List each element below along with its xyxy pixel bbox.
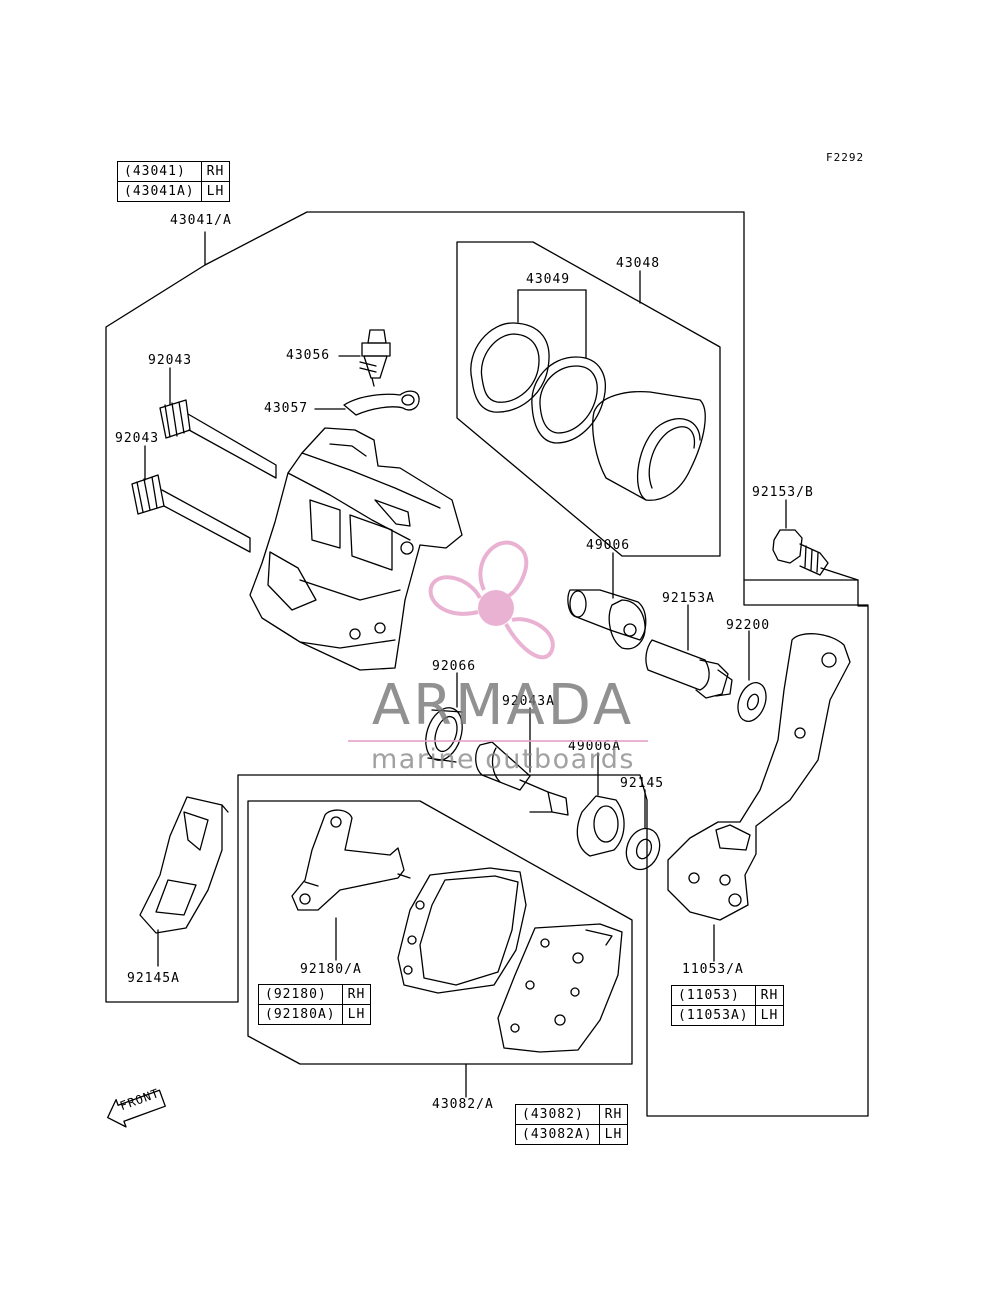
slide-pin-a	[475, 741, 569, 816]
pin-bolt	[645, 639, 733, 699]
part-number-cell: (92180A)	[258, 1004, 343, 1025]
label-92043a: 92043A	[502, 694, 555, 709]
part-number-cell: (92180)	[258, 984, 343, 1005]
label-43056: 43056	[286, 348, 331, 363]
side-cell: RH	[200, 161, 231, 182]
label-92153a: 92153A	[662, 591, 715, 606]
part-number-cell: (43041A)	[117, 181, 202, 202]
shim-side-table: (92180) RH (92180A) LH	[258, 984, 372, 1025]
watermark-logo	[428, 540, 555, 660]
table-row: (11053) RH	[671, 985, 785, 1006]
bracket-bolt	[772, 529, 829, 576]
side-cell: LH	[341, 1004, 372, 1025]
side-cell: RH	[754, 985, 785, 1006]
label-92043-lower: 92043	[115, 431, 160, 446]
part-number-cell: (11053A)	[671, 1005, 756, 1026]
dust-boot	[425, 707, 463, 763]
label-92153b: 92153/B	[752, 485, 814, 500]
watermark-name: ARMADA	[371, 673, 635, 738]
caliper-side-table: (43041) RH (43041A) LH	[117, 161, 231, 202]
side-cell: LH	[754, 1005, 785, 1026]
label-43049: 43049	[526, 272, 571, 287]
brake-pad-inner	[497, 923, 623, 1053]
piston-seal-outer	[470, 322, 550, 413]
slide-sleeve	[567, 589, 647, 650]
brake-pad-outer	[397, 867, 527, 994]
label-43082a: 43082/A	[432, 1097, 494, 1112]
pads-group-outline	[247, 800, 633, 1065]
label-92145a: 92145A	[127, 971, 180, 986]
part-number-cell: (43041)	[117, 161, 202, 182]
washer-92200	[737, 682, 767, 722]
bracket-side-table: (11053) RH (11053A) LH	[671, 985, 785, 1026]
label-43057: 43057	[264, 401, 309, 416]
slide-pin-lower	[131, 474, 251, 553]
table-row: (43041) RH	[117, 161, 231, 182]
label-92043-upper: 92043	[148, 353, 193, 368]
pad-shim	[291, 809, 411, 911]
watermark-rule	[348, 740, 648, 742]
pads-side-table: (43082) RH (43082A) LH	[515, 1104, 629, 1145]
side-cell: RH	[598, 1104, 629, 1125]
label-92145: 92145	[620, 776, 665, 791]
label-92180a: 92180/A	[300, 962, 362, 977]
label-49006a: 49006A	[568, 739, 621, 754]
watermark-subtitle: marine outboards	[370, 744, 635, 775]
label-92066: 92066	[432, 659, 477, 674]
caliper-bracket	[667, 633, 851, 921]
table-row: (11053A) LH	[671, 1005, 785, 1026]
label-43041a: 43041/A	[170, 213, 232, 228]
piston-seal-inner	[531, 356, 606, 444]
slide-pin-upper	[159, 399, 277, 479]
caliper-group-outline	[105, 211, 869, 1117]
side-cell: LH	[200, 181, 231, 202]
bleeder-valve	[359, 329, 391, 387]
label-92200: 92200	[726, 618, 771, 633]
table-row: (92180) RH	[258, 984, 372, 1005]
part-number-cell: (11053)	[671, 985, 756, 1006]
bracket-group-outline	[743, 579, 869, 606]
slide-sleeve-a	[576, 795, 625, 857]
label-11053a: 11053/A	[682, 962, 744, 977]
bleeder-cap	[343, 390, 420, 416]
pad-spring	[139, 796, 229, 934]
piston-group-outline	[456, 241, 721, 557]
table-row: (43082) RH	[515, 1104, 629, 1125]
label-49006: 49006	[586, 538, 631, 553]
figure-code: F2292	[826, 151, 865, 164]
table-row: (43041A) LH	[117, 181, 231, 202]
table-row: (43082A) LH	[515, 1124, 629, 1145]
side-cell: RH	[341, 984, 372, 1005]
table-row: (92180A) LH	[258, 1004, 372, 1025]
washer-92145	[625, 827, 661, 871]
caliper-piston	[592, 390, 706, 501]
label-43048: 43048	[616, 256, 661, 271]
part-number-cell: (43082A)	[515, 1124, 600, 1145]
front-arrow-outline	[107, 1089, 166, 1128]
part-number-cell: (43082)	[515, 1104, 600, 1125]
caliper-body	[249, 427, 463, 671]
side-cell: LH	[598, 1124, 629, 1145]
